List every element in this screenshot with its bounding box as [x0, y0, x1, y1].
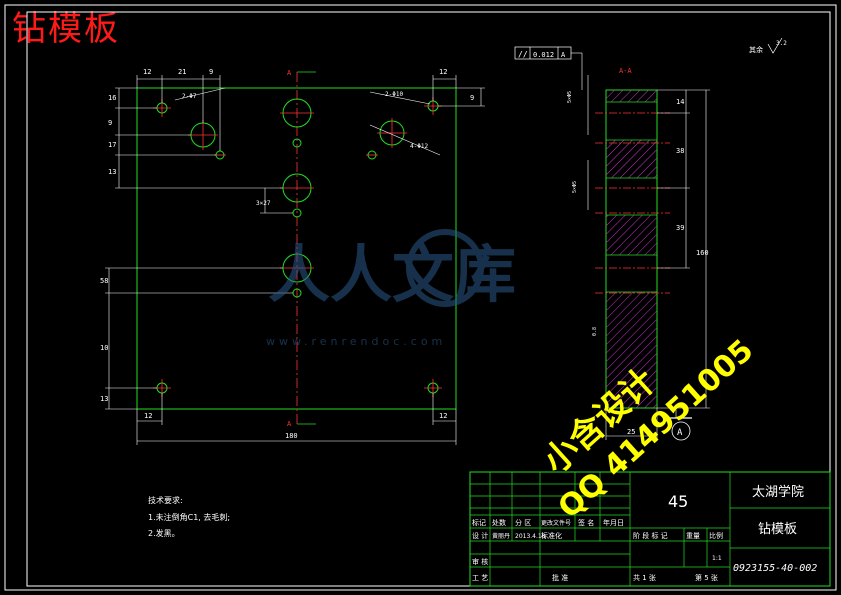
- tb-count-label: 处数: [492, 518, 506, 527]
- tb-zone-label: 分 区: [515, 518, 531, 527]
- tb-design-date: 2013.4.18: [515, 533, 546, 540]
- tolerance-value: 0.012: [533, 51, 554, 59]
- tech-notes-heading: 技术要求:: [148, 495, 183, 505]
- dim-left-1: 16: [108, 94, 116, 102]
- section-marker-top: A: [287, 69, 292, 77]
- dim-left-7: 13: [100, 395, 108, 403]
- tb-process-label: 工 艺: [472, 574, 488, 582]
- plate-outline: [136, 87, 457, 410]
- tb-scale-label: 比例: [709, 531, 723, 540]
- tb-sheet-total: 共 1 张: [633, 573, 656, 582]
- watermark-url: www.renrendoc.com: [266, 335, 446, 348]
- section-width: 25: [627, 428, 635, 436]
- tb-std-label: 标准化: [541, 531, 562, 540]
- section-marker-bottom: A: [287, 420, 292, 428]
- section-dim-3: 39: [676, 224, 684, 232]
- dim-left-3: 17: [108, 141, 116, 149]
- outer-frame: [4, 4, 837, 591]
- section-dim-1: 14: [676, 98, 684, 106]
- dim-top-right-1: 12: [439, 68, 447, 76]
- tb-part-name: 钻模板: [758, 522, 797, 537]
- dim-top-left-3: 9: [209, 68, 213, 76]
- tb-design-label: 设 计: [472, 531, 488, 540]
- tb-drawing-no: 0923155-40-002: [733, 563, 817, 574]
- dim-mid-small: 3×27: [256, 200, 271, 207]
- datum-label: A: [677, 428, 683, 438]
- dim-left-4: 13: [108, 168, 116, 176]
- dim-right-top: 9: [470, 94, 474, 102]
- watermark-logo-icon: [406, 229, 484, 307]
- tb-sheet-no: 第 5 张: [695, 573, 718, 582]
- watermark: 人人文库 www.renrendoc.com: [266, 229, 516, 348]
- tb-mark-label: 标记: [472, 518, 486, 527]
- section-label: A-A: [619, 67, 632, 75]
- section-dim-2: 38: [676, 147, 684, 155]
- dim-bottom-total: 180: [285, 432, 298, 440]
- dim-left-2: 9: [108, 119, 112, 127]
- section-view: A-A // 0.012 A 其余 3.2: [514, 37, 787, 441]
- datum-circle: [671, 421, 691, 441]
- tb-review-label: 审 核: [472, 557, 488, 566]
- section-dim-4: 160: [696, 249, 709, 257]
- page-title: 钻模板: [12, 9, 120, 49]
- dim-bottom-right: 12: [439, 412, 447, 420]
- tb-material: 45: [668, 492, 688, 511]
- tb-sign-label: 签 名: [578, 518, 594, 527]
- inner-frame: [26, 11, 831, 587]
- hole-note-2: 2-Φ10: [385, 91, 403, 98]
- tb-scale-value: 1:1: [712, 555, 722, 562]
- tech-notes-item-2: 2.发黑。: [148, 528, 180, 538]
- tolerance-symbol: //: [518, 50, 528, 59]
- tb-designer: 黄丽丹: [492, 532, 510, 540]
- title-block: 标记 处数 分 区 更改文件号 签 名 年月日 设 计 黄丽丹 2013.4.1…: [469, 471, 831, 587]
- tb-school: 太湖学院: [752, 484, 804, 500]
- section-side-2: 5×Φ5: [572, 181, 578, 193]
- dim-bottom-left: 12: [144, 412, 152, 420]
- hole-note-1: 2-Φ7: [182, 93, 197, 100]
- tb-date-label: 年月日: [603, 518, 624, 527]
- hole-note-3: 4-Φ12: [410, 143, 428, 150]
- tb-change-label: 更改文件号: [541, 519, 571, 527]
- section-side-1: 5×Φ5: [567, 91, 573, 103]
- tb-stage-label: 阶 段 标 记: [633, 531, 668, 540]
- main-view: A A: [100, 68, 485, 445]
- hole-small-1: [292, 138, 302, 148]
- dim-top-left-2: 21: [178, 68, 186, 76]
- roughness-note: 其余: [749, 45, 763, 54]
- dim-left-6: 10: [100, 344, 108, 352]
- tech-notes-item-1: 1.未注倒角C1, 去毛刺;: [148, 512, 230, 522]
- roughness-value: 3.2: [776, 40, 787, 47]
- tech-notes: 技术要求: 1.未注倒角C1, 去毛刺; 2.发黑。: [148, 495, 230, 538]
- watermark-brand: 人人文库: [268, 238, 516, 311]
- tb-weight-label: 重量: [686, 532, 700, 540]
- tb-approve-label: 批 准: [552, 573, 568, 582]
- dim-top-left-1: 12: [143, 68, 151, 76]
- section-side-3: 0.8: [592, 327, 598, 336]
- dim-left-5: 58: [100, 277, 108, 285]
- tolerance-datum: A: [561, 51, 566, 59]
